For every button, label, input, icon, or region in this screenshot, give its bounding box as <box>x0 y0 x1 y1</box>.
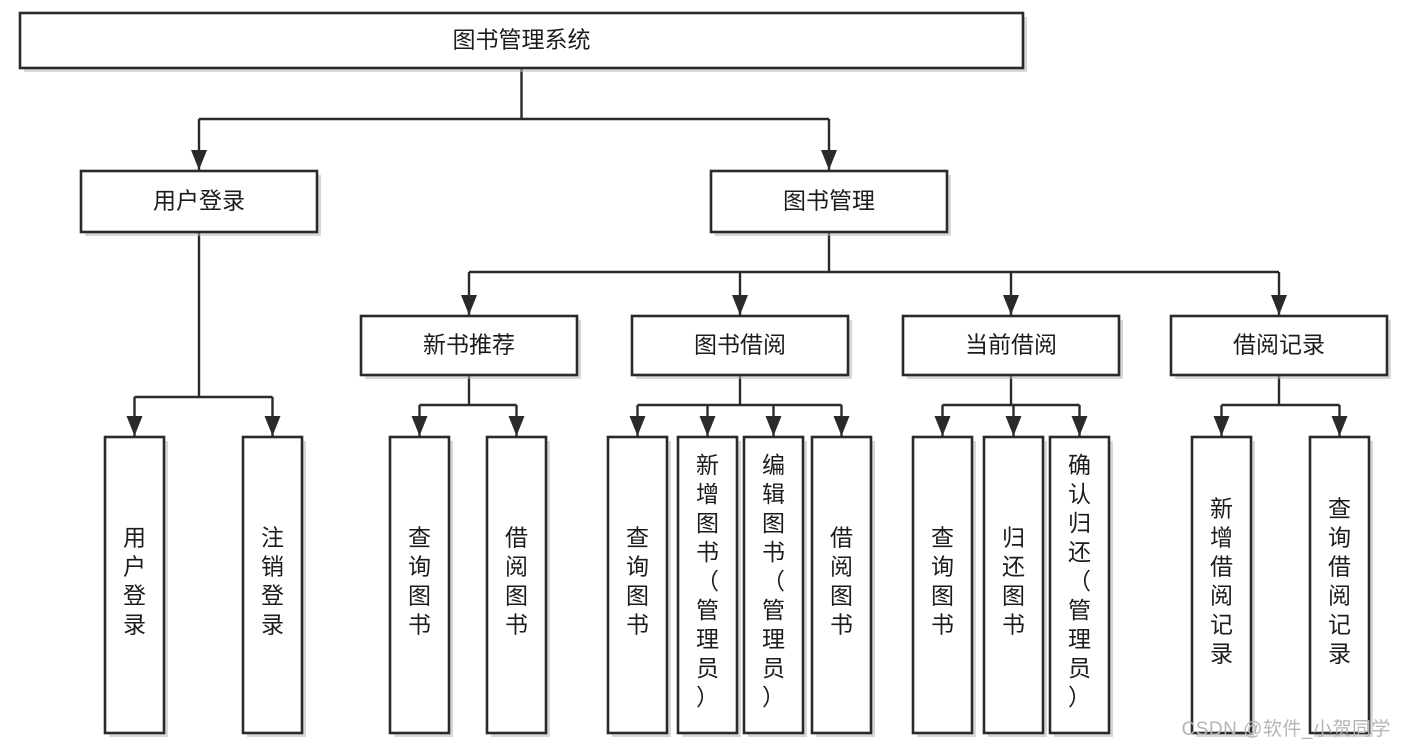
arrow-head-icon <box>411 416 428 436</box>
node-root-root[interactable]: 图书管理系统 <box>18 11 1027 72</box>
node-leaf-add-record[interactable]: 新增借阅记录 <box>1190 435 1255 737</box>
node-user-login[interactable]: 用户登录 <box>79 169 321 236</box>
node-label: 借阅图书 <box>830 525 853 638</box>
node-leaf-edit-book[interactable]: 编辑图书（管理员） <box>742 435 807 737</box>
arrow-head-icon <box>126 416 143 436</box>
node-leaf-confirm-return[interactable]: 确认归还（管理员） <box>1048 435 1113 737</box>
arrow-head-icon <box>765 416 782 436</box>
node-borrow-record[interactable]: 借阅记录 <box>1169 314 1391 379</box>
node-rect[interactable] <box>103 435 166 735</box>
node-label: 新书推荐 <box>423 332 515 358</box>
node-label: 借阅记录 <box>1233 332 1325 358</box>
node-book-management[interactable]: 图书管理 <box>709 169 951 236</box>
node-label: 新增图书（管理员） <box>696 452 719 710</box>
arrow-head-icon <box>1003 295 1019 315</box>
node-rect[interactable] <box>982 435 1045 735</box>
arrow-head-icon <box>1071 416 1088 436</box>
node-label: 借阅图书 <box>505 525 528 638</box>
node-rect[interactable] <box>911 435 974 735</box>
node-rect[interactable] <box>1190 435 1253 735</box>
node-rect[interactable] <box>606 435 669 735</box>
node-layer: 图书管理系统用户登录图书管理新书推荐图书借阅当前借阅借阅记录用户登录注销登录查询… <box>18 11 1391 737</box>
arrow-head-icon <box>1005 416 1022 436</box>
node-rect[interactable] <box>1308 435 1371 735</box>
arrow-head-icon <box>934 416 951 436</box>
node-leaf-user-login[interactable]: 用户登录 <box>103 435 168 737</box>
node-label: 图书管理 <box>783 188 875 214</box>
watermark-text: CSDN @软件_小贺同学 <box>1181 719 1391 740</box>
node-rect[interactable] <box>676 435 739 735</box>
arrow-head-icon <box>821 150 837 170</box>
node-leaf-add-book[interactable]: 新增图书（管理员） <box>676 435 741 737</box>
node-label: 查询图书 <box>626 525 649 638</box>
node-label: 查询图书 <box>408 525 431 638</box>
node-current-borrow[interactable]: 当前借阅 <box>901 314 1123 379</box>
node-rect[interactable] <box>1169 314 1389 377</box>
node-label: 查询借阅记录 <box>1328 496 1351 667</box>
node-leaf-query-record[interactable]: 查询借阅记录 <box>1308 435 1373 737</box>
arrow-head-icon <box>1331 416 1348 436</box>
node-rect[interactable] <box>742 435 805 735</box>
node-leaf-borrow-book-2[interactable]: 借阅图书 <box>810 435 875 737</box>
node-label: 用户登录 <box>123 525 146 638</box>
node-rect[interactable] <box>709 169 949 234</box>
node-leaf-query-book-2[interactable]: 查询图书 <box>606 435 671 737</box>
arrow-head-icon <box>699 416 716 436</box>
node-new-book-recommend[interactable]: 新书推荐 <box>359 314 581 379</box>
node-label: 编辑图书（管理员） <box>762 452 785 710</box>
node-leaf-query-book-1[interactable]: 查询图书 <box>388 435 453 737</box>
node-leaf-query-book-3[interactable]: 查询图书 <box>911 435 976 737</box>
connector-layer <box>126 68 1348 436</box>
node-label: 当前借阅 <box>965 332 1057 358</box>
arrow-head-icon <box>264 416 281 436</box>
arrow-head-icon <box>461 295 477 315</box>
node-rect[interactable] <box>241 435 304 735</box>
arrow-head-icon <box>629 416 646 436</box>
node-rect[interactable] <box>79 169 319 234</box>
node-rect[interactable] <box>485 435 548 735</box>
node-rect[interactable] <box>810 435 873 735</box>
node-leaf-return-book[interactable]: 归还图书 <box>982 435 1047 737</box>
arrow-head-icon <box>833 416 850 436</box>
node-label: 用户登录 <box>153 188 245 214</box>
node-label: 图书借阅 <box>694 332 786 358</box>
node-rect[interactable] <box>1048 435 1111 735</box>
node-leaf-logout[interactable]: 注销登录 <box>241 435 306 737</box>
node-leaf-borrow-book-1[interactable]: 借阅图书 <box>485 435 550 737</box>
arrow-head-icon <box>732 295 748 315</box>
node-label: 查询图书 <box>931 525 954 638</box>
node-label: 新增借阅记录 <box>1210 496 1233 667</box>
node-rect[interactable] <box>359 314 579 377</box>
node-label: 图书管理系统 <box>453 27 591 53</box>
node-book-borrow[interactable]: 图书借阅 <box>630 314 852 379</box>
node-label: 归还图书 <box>1002 525 1025 638</box>
arrow-head-icon <box>1271 295 1287 315</box>
node-label: 注销登录 <box>261 525 284 638</box>
arrow-head-icon <box>191 150 207 170</box>
arrow-head-icon <box>1213 416 1230 436</box>
arrow-head-icon <box>508 416 525 436</box>
node-rect[interactable] <box>18 11 1025 70</box>
node-rect[interactable] <box>388 435 451 735</box>
node-rect[interactable] <box>901 314 1121 377</box>
node-label: 确认归还（管理员） <box>1068 452 1091 710</box>
node-rect[interactable] <box>630 314 850 377</box>
